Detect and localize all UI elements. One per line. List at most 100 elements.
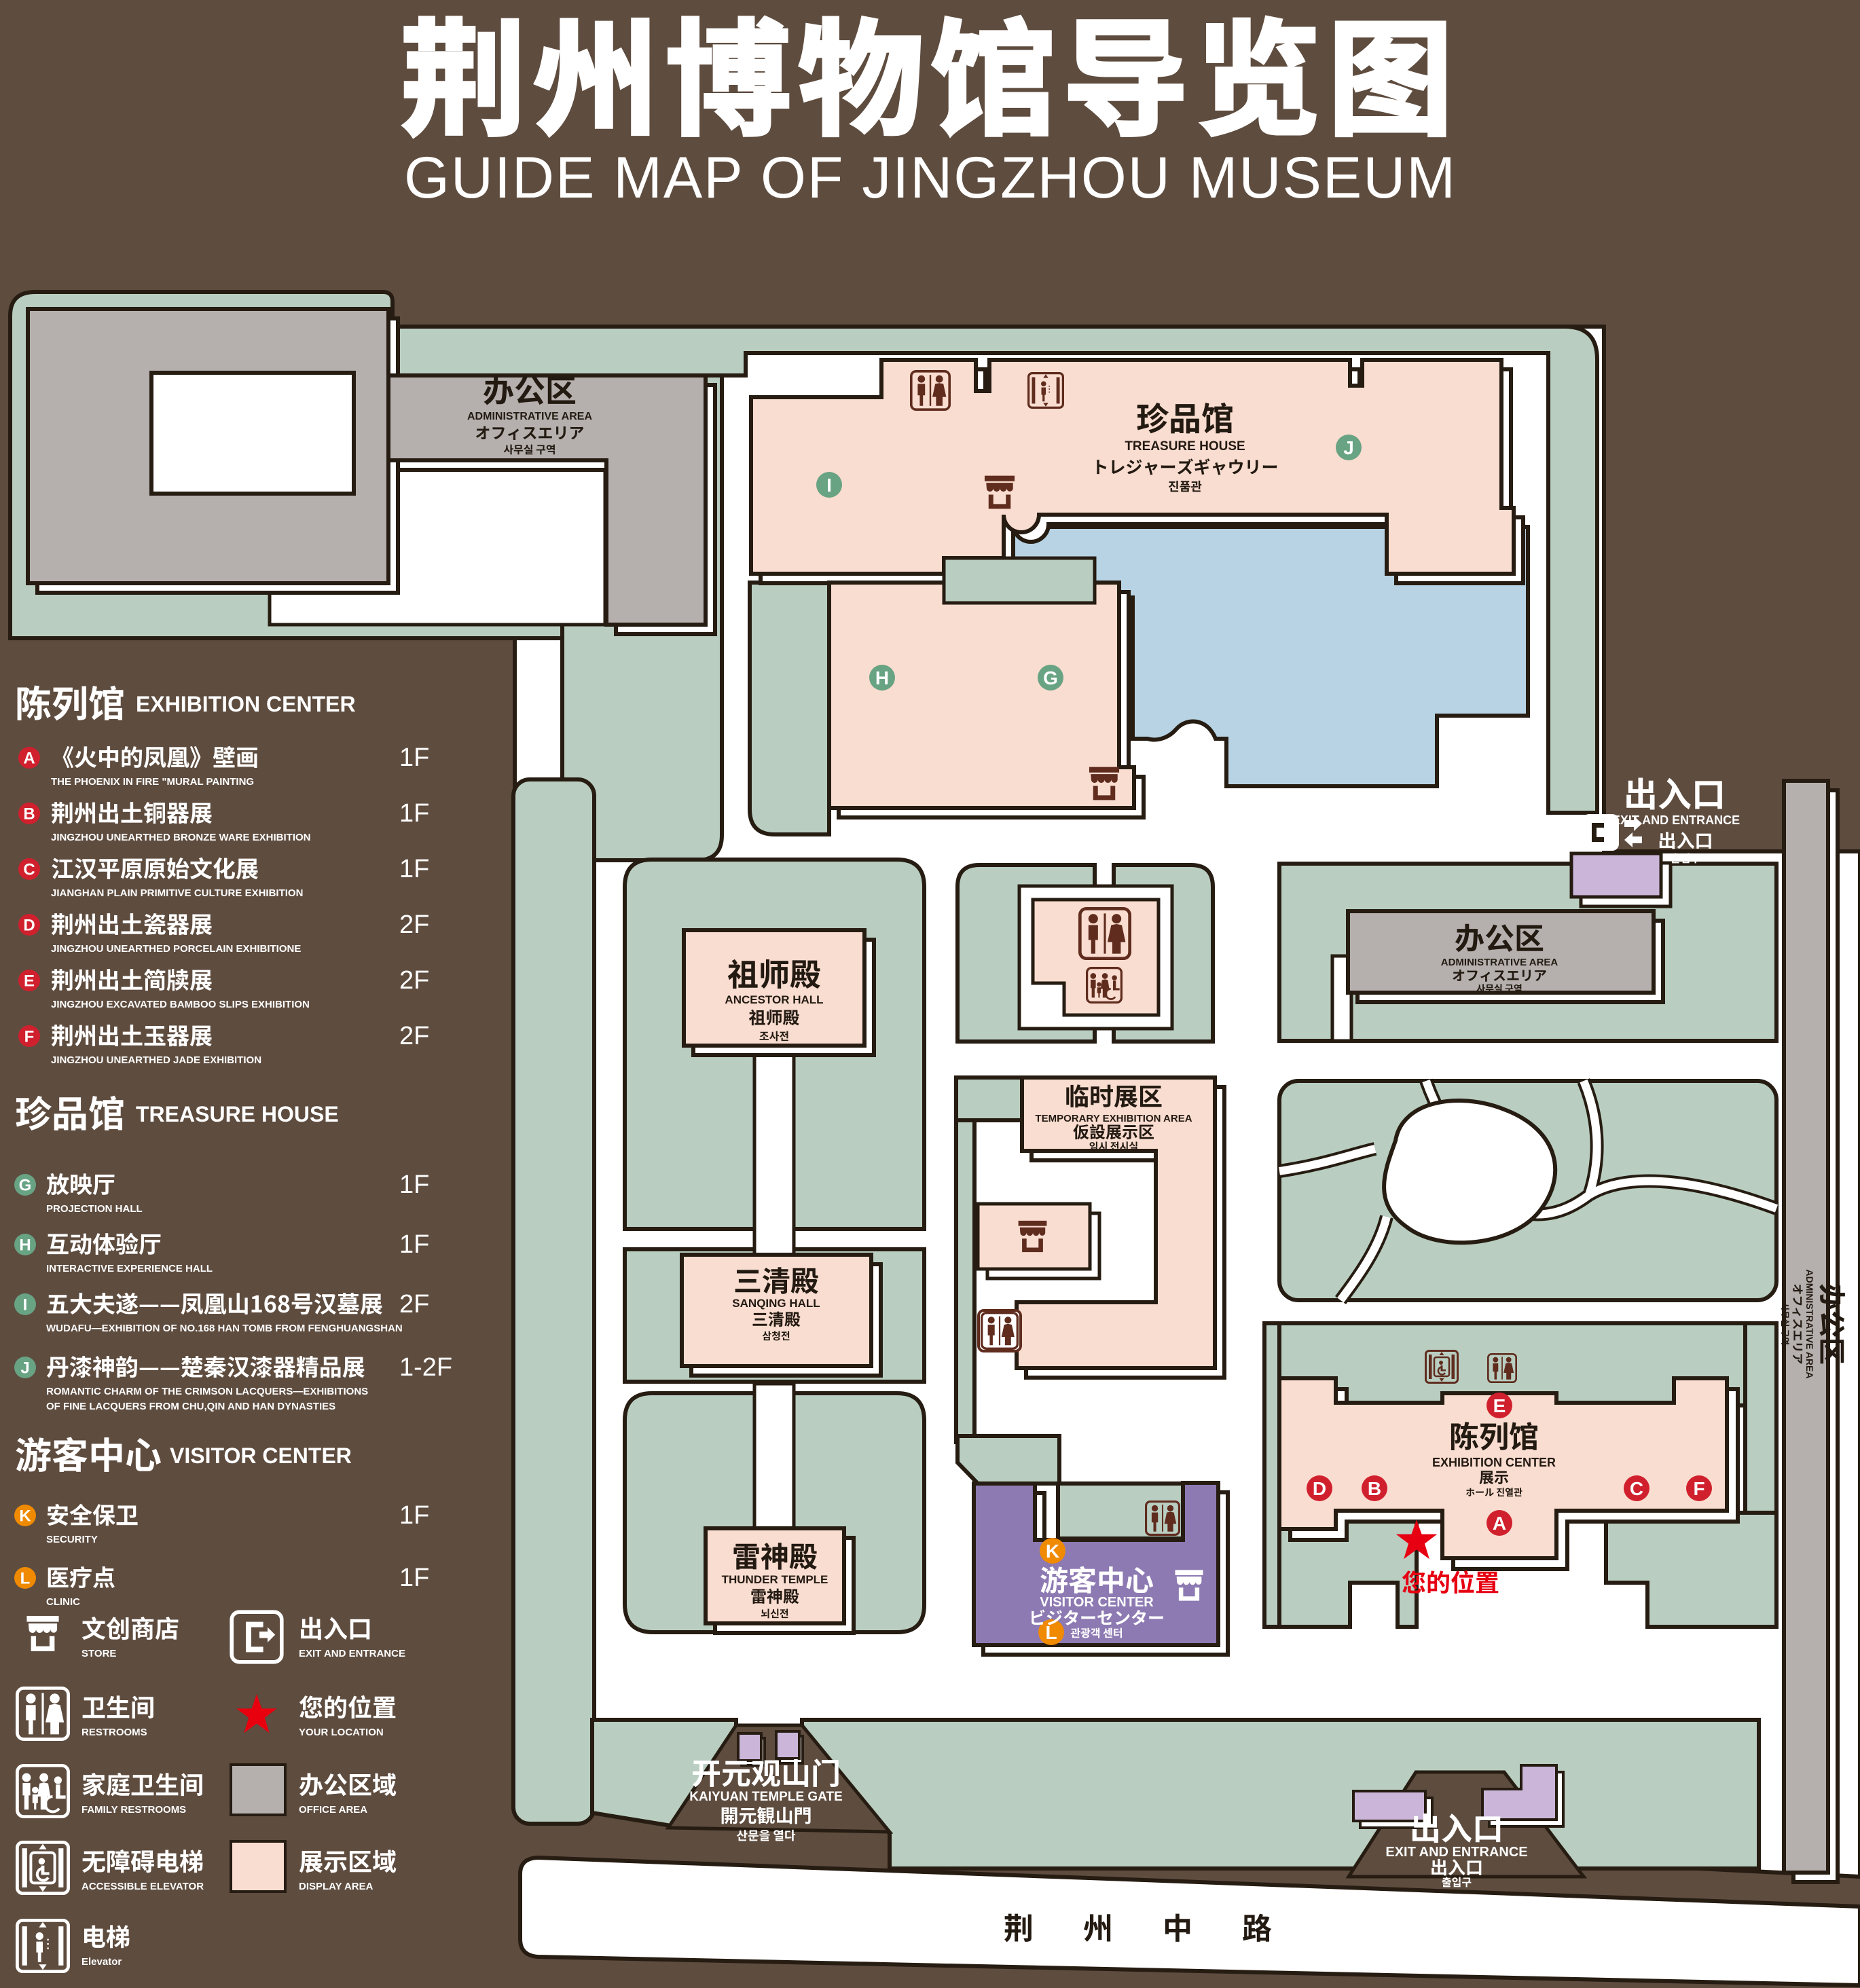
- svg-text:사무실 구역: 사무실 구역: [503, 441, 555, 457]
- svg-text:临时展区: 临时展区: [1065, 1078, 1163, 1113]
- svg-text:I: I: [23, 1296, 28, 1314]
- svg-text:JINGZHOU EXCAVATED BAMBOO SLIP: JINGZHOU EXCAVATED BAMBOO SLIPS EXHIBITI…: [51, 999, 310, 1010]
- svg-text:조사전: 조사전: [759, 1027, 789, 1044]
- svg-text:三清殿: 三清殿: [733, 1259, 819, 1300]
- svg-text:EXIT AND ENTRANCE: EXIT AND ENTRANCE: [299, 1648, 405, 1659]
- svg-text:游客中心: 游客中心: [1040, 1558, 1154, 1600]
- svg-text:開元観山門: 開元観山門: [721, 1801, 812, 1828]
- svg-text:荆: 荆: [1004, 1904, 1034, 1948]
- svg-text:관광객 센터: 관광객 센터: [1070, 1624, 1123, 1640]
- svg-text:A: A: [1493, 1513, 1506, 1534]
- svg-text:C: C: [23, 861, 35, 879]
- svg-text:EXHIBITION CENTER: EXHIBITION CENTER: [136, 692, 356, 716]
- svg-text:卫生间: 卫生间: [81, 1689, 155, 1724]
- svg-text:F: F: [24, 1028, 35, 1046]
- svg-text:ホール 진열관: ホール 진열관: [1465, 1486, 1522, 1499]
- svg-text:ACCESSIBLE ELEVATOR: ACCESSIBLE ELEVATOR: [81, 1881, 204, 1892]
- svg-text:진품관: 진품관: [1168, 477, 1202, 495]
- svg-text:GUIDE MAP OF JINGZHOU MUSEUM: GUIDE MAP OF JINGZHOU MUSEUM: [404, 145, 1457, 210]
- svg-text:WUDAFU—EXHIBITION OF NO.168 HA: WUDAFU—EXHIBITION OF NO.168 HAN TOMB FRO…: [46, 1323, 403, 1334]
- svg-text:G: G: [19, 1177, 32, 1195]
- svg-text:YOUR LOCATION: YOUR LOCATION: [299, 1727, 384, 1738]
- svg-text:中: 中: [1163, 1904, 1192, 1948]
- svg-text:ADMINISTRATIVE AREA: ADMINISTRATIVE AREA: [467, 411, 592, 422]
- svg-text:オフィスエリア: オフィスエリア: [1452, 965, 1547, 984]
- svg-text:L: L: [1045, 1622, 1057, 1643]
- svg-text:仮設展示区: 仮設展示区: [1073, 1119, 1154, 1143]
- svg-text:祖师殿: 祖师殿: [748, 1005, 799, 1029]
- svg-text:THUNDER TEMPLE: THUNDER TEMPLE: [722, 1573, 828, 1586]
- svg-text:Elevator: Elevator: [81, 1956, 122, 1968]
- svg-text:JINGZHOU UNEARTHED PORCELAIN E: JINGZHOU UNEARTHED PORCELAIN EXHIBITIONE: [51, 943, 301, 955]
- svg-text:文创商店: 文创商店: [81, 1610, 179, 1645]
- svg-text:出入口: 出入口: [1624, 768, 1726, 817]
- svg-text:EXHIBITION CENTER: EXHIBITION CENTER: [1432, 1456, 1556, 1469]
- svg-text:B: B: [23, 805, 35, 824]
- svg-text:VISITOR CENTER: VISITOR CENTER: [170, 1443, 352, 1468]
- svg-text:开元观山门: 开元观山门: [691, 1750, 841, 1793]
- svg-text:J: J: [20, 1359, 29, 1378]
- svg-text:OF FINE LACQUERS FROM CHU,QIN: OF FINE LACQUERS FROM CHU,QIN AND HAN DY…: [46, 1401, 335, 1412]
- svg-text:뇌신전: 뇌신전: [761, 1606, 788, 1621]
- svg-text:荆州博物馆导览图: 荆州博物馆导览图: [401, 0, 1460, 161]
- svg-text:EXIT AND ENTRANCE: EXIT AND ENTRANCE: [1612, 813, 1740, 827]
- svg-text:珍品馆: 珍品馆: [1136, 392, 1234, 440]
- svg-text:출입구: 출입구: [1671, 849, 1700, 866]
- svg-text:三清殿: 三清殿: [752, 1306, 801, 1330]
- svg-text:E: E: [24, 972, 35, 991]
- svg-text:K: K: [1046, 1541, 1059, 1562]
- svg-text:TREASURE HOUSE: TREASURE HOUSE: [1125, 439, 1245, 454]
- svg-text:KAIYUAN TEMPLE GATE: KAIYUAN TEMPLE GATE: [689, 1790, 843, 1804]
- svg-text:您的位置: 您的位置: [299, 1689, 397, 1724]
- svg-text:ANCESTOR HALL: ANCESTOR HALL: [725, 993, 823, 1006]
- svg-text:2F: 2F: [399, 1290, 429, 1319]
- svg-text:JIANGHAN PLAIN PRIMITIVE CULTU: JIANGHAN PLAIN PRIMITIVE CULTURE EXHIBIT…: [51, 887, 303, 899]
- svg-text:A: A: [23, 750, 35, 768]
- svg-text:无障碍电梯: 无障碍电梯: [81, 1843, 204, 1878]
- svg-text:1F: 1F: [399, 1564, 429, 1592]
- svg-text:医疗点: 医疗点: [46, 1560, 115, 1593]
- svg-text:陈列馆: 陈列馆: [1449, 1413, 1539, 1456]
- svg-text:EXIT AND ENTRANCE: EXIT AND ENTRANCE: [1385, 1845, 1527, 1860]
- svg-text:出入口: 出入口: [299, 1610, 372, 1645]
- svg-text:安全保卫: 安全保卫: [46, 1497, 139, 1530]
- svg-text:五大夫遂——凤凰山168号汉墓展: 五大夫遂——凤凰山168号汉墓展: [46, 1286, 383, 1319]
- svg-text:K: K: [19, 1507, 31, 1526]
- svg-text:トレジャーズギャウリー: トレジャーズギャウリー: [1091, 454, 1278, 479]
- svg-text:H: H: [875, 667, 889, 688]
- svg-text:展示区域: 展示区域: [299, 1843, 397, 1878]
- svg-text:办公区: 办公区: [1814, 1283, 1853, 1365]
- svg-text:办公区: 办公区: [1455, 915, 1544, 958]
- svg-text:THE PHOENIX IN FIRE "MURAL PAI: THE PHOENIX IN FIRE "MURAL PAINTING: [51, 776, 254, 788]
- svg-text:D: D: [1313, 1478, 1326, 1499]
- svg-text:办公区域: 办公区域: [299, 1766, 397, 1801]
- svg-text:出入口: 出入口: [1410, 1805, 1503, 1849]
- svg-text:VISITOR CENTER: VISITOR CENTER: [1040, 1595, 1154, 1610]
- svg-text:ADMINISTRATIVE AREA: ADMINISTRATIVE AREA: [1441, 957, 1558, 968]
- svg-text:G: G: [1043, 667, 1058, 688]
- svg-text:荆州出土简牍展: 荆州出土简牍展: [51, 962, 213, 995]
- svg-text:H: H: [19, 1236, 31, 1255]
- svg-text:E: E: [1493, 1395, 1506, 1416]
- svg-text:放映厅: 放映厅: [46, 1166, 115, 1200]
- svg-text:2F: 2F: [399, 910, 429, 939]
- svg-text:삼청전: 삼청전: [762, 1329, 790, 1343]
- svg-text:雷神殿: 雷神殿: [750, 1583, 799, 1607]
- svg-text:《火中的凤凰》壁画: 《火中的凤凰》壁画: [51, 739, 259, 773]
- svg-text:L: L: [20, 1570, 31, 1588]
- svg-text:办公区: 办公区: [483, 367, 577, 411]
- svg-text:ROMANTIC CHARM OF THE CRIMSON: ROMANTIC CHARM OF THE CRIMSON LACQUERS—E…: [46, 1386, 368, 1397]
- svg-text:PROJECTION HALL: PROJECTION HALL: [46, 1203, 143, 1215]
- svg-text:2F: 2F: [399, 966, 429, 995]
- svg-text:电梯: 电梯: [81, 1918, 130, 1953]
- svg-text:ビジターセンター: ビジターセンター: [1029, 1605, 1165, 1630]
- svg-text:1F: 1F: [399, 1501, 429, 1530]
- svg-text:丹漆神韵——楚秦汉漆器精品展: 丹漆神韵——楚秦汉漆器精品展: [46, 1349, 365, 1382]
- svg-text:荆州出土玉器展: 荆州出土玉器展: [51, 1018, 213, 1051]
- svg-text:1F: 1F: [399, 1230, 429, 1259]
- svg-text:1F: 1F: [399, 743, 429, 772]
- svg-text:임시 전시실: 임시 전시실: [1089, 1139, 1138, 1154]
- svg-text:路: 路: [1242, 1904, 1272, 1948]
- svg-text:RESTROOMS: RESTROOMS: [81, 1727, 147, 1738]
- svg-text:F: F: [1693, 1478, 1704, 1499]
